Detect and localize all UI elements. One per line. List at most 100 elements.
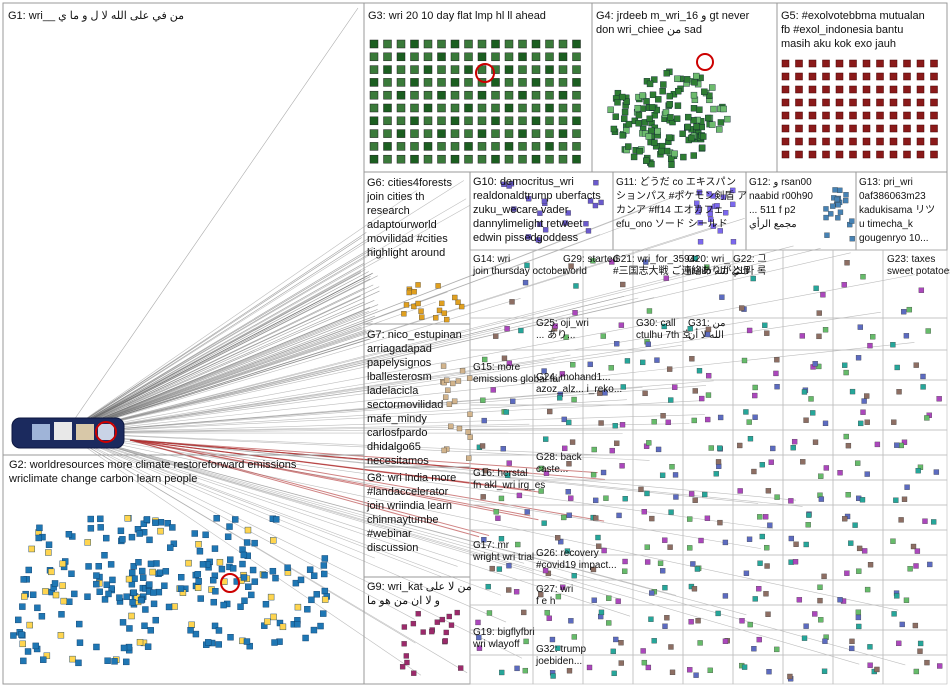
edge <box>64 432 899 611</box>
g2-node <box>45 549 52 556</box>
small-group-node <box>516 492 523 499</box>
bridge-edge <box>129 439 531 491</box>
g4-node <box>663 70 670 77</box>
g3-node <box>531 129 541 138</box>
g3-node <box>450 154 460 164</box>
g4-node <box>623 127 630 134</box>
g11-node <box>696 189 703 195</box>
g5-node <box>916 98 925 107</box>
g2-node <box>124 515 131 522</box>
g5-node <box>781 72 790 81</box>
g8-label-2: #landaccelerator <box>367 486 449 498</box>
g4-node <box>671 150 678 157</box>
g5-node <box>903 124 911 133</box>
g3-highlight-ring <box>475 63 495 83</box>
edge <box>64 245 794 434</box>
g2-node <box>167 544 174 551</box>
g3-node <box>437 142 446 151</box>
small-group-node <box>803 623 809 629</box>
g5-node <box>822 98 830 107</box>
g7-label-9: dhidalgo65 <box>367 441 421 453</box>
small-group-node <box>801 389 808 395</box>
g3-node <box>477 103 487 113</box>
g2-node <box>310 572 318 579</box>
g5-node <box>795 150 803 159</box>
edge <box>64 432 416 644</box>
g3-node <box>369 39 379 49</box>
small-group-node <box>912 622 919 629</box>
small-group-node <box>690 561 696 567</box>
bridge-edge <box>129 439 490 537</box>
g3-node <box>383 65 392 74</box>
g12-node <box>849 235 855 242</box>
g2-node <box>187 627 194 634</box>
small-group-node <box>855 355 862 361</box>
g2-node <box>227 634 234 641</box>
small-group-node <box>609 447 615 454</box>
g2-node <box>87 515 94 523</box>
bridge-edge <box>129 439 605 522</box>
g4-node <box>717 119 725 126</box>
g5-node <box>822 72 830 81</box>
g4-node <box>663 147 671 155</box>
small-group-node <box>759 462 765 468</box>
g4-node <box>668 161 675 168</box>
g3-node <box>464 39 473 49</box>
small-group-node <box>743 409 749 415</box>
g11-node <box>720 194 727 200</box>
g3-node <box>383 52 392 62</box>
edge <box>64 238 369 434</box>
g10-node <box>501 181 507 187</box>
small-group-node <box>555 535 561 541</box>
g7-node <box>441 447 447 454</box>
g3-node <box>410 142 419 151</box>
g4-node <box>674 75 681 82</box>
small-group-node <box>475 619 481 626</box>
small-group-node <box>867 644 873 650</box>
small-group-node <box>746 419 752 425</box>
small-group-node <box>774 646 780 653</box>
small-group-node <box>759 533 765 540</box>
small-group-node <box>766 668 772 675</box>
g9-node <box>403 653 410 659</box>
small-group-node <box>592 497 599 504</box>
g3-node <box>383 90 392 100</box>
g3-node <box>504 116 514 126</box>
g7-node <box>466 375 473 381</box>
g2-node <box>197 595 204 602</box>
g2-node <box>157 527 164 535</box>
small-group-node <box>750 275 756 282</box>
g7-label-3: papelysignos <box>367 357 432 369</box>
g10-node <box>562 220 568 226</box>
g2-node <box>153 560 160 567</box>
g10-node <box>506 183 512 189</box>
small-group-node <box>571 573 577 579</box>
g2-node <box>169 524 176 531</box>
small-group-node <box>774 357 780 363</box>
node-layer <box>10 39 938 676</box>
small-group-node <box>692 497 698 503</box>
g2-node <box>69 655 76 663</box>
g2-node <box>150 589 157 596</box>
g3-node <box>477 39 487 49</box>
g5-node <box>876 98 884 107</box>
g3-node <box>464 65 473 74</box>
small-group-node <box>665 419 671 426</box>
small-group-node <box>717 445 723 451</box>
g3-node <box>491 116 500 126</box>
g7-node <box>450 380 456 387</box>
g3-node <box>545 39 554 49</box>
g5-node <box>903 98 911 107</box>
small-group-box <box>632 479 684 506</box>
small-group-node <box>640 359 646 366</box>
small-group-node <box>570 362 576 368</box>
small-group-node <box>922 518 928 524</box>
g5-node <box>876 111 884 120</box>
small-group-node <box>705 372 712 379</box>
g2-node <box>209 576 217 584</box>
g2-node <box>19 603 26 610</box>
small-group-node <box>715 610 721 617</box>
g3-node <box>477 154 487 164</box>
g3-node <box>423 142 433 151</box>
g3-node <box>423 52 433 62</box>
